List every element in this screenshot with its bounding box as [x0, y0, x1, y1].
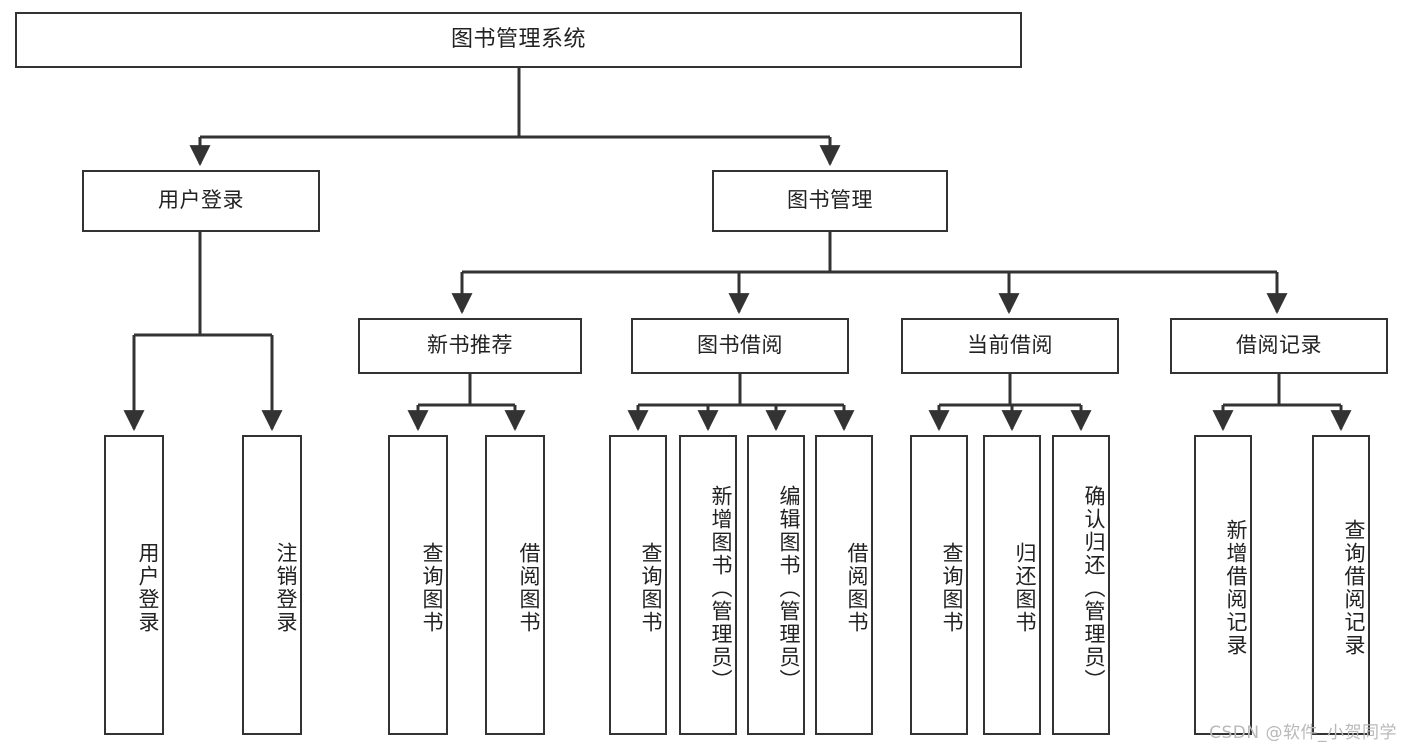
node-leaf-edit-book[interactable]: 编辑图书（管理员） [747, 435, 805, 735]
node-leaf-borrow-book-recommend-label: 借阅图书 [517, 542, 541, 634]
node-leaf-query-borrow-record-label: 查询借阅记录 [1342, 519, 1366, 657]
node-user-login[interactable]: 用户登录 [82, 170, 320, 232]
node-leaf-edit-book-label: 编辑图书（管理员） [777, 484, 801, 692]
node-leaf-query-book-borrow-label: 查询图书 [639, 542, 663, 634]
node-book-borrow-label: 图书借阅 [697, 333, 783, 358]
node-leaf-confirm-return-label: 确认归还（管理员） [1082, 484, 1106, 692]
node-book-borrow[interactable]: 图书借阅 [631, 318, 849, 374]
node-leaf-user-login[interactable]: 用户登录 [104, 435, 164, 735]
node-leaf-add-borrow-record[interactable]: 新增借阅记录 [1194, 435, 1252, 735]
node-root-system[interactable]: 图书管理系统 [15, 12, 1022, 68]
node-leaf-query-borrow-record[interactable]: 查询借阅记录 [1312, 435, 1370, 735]
node-current-borrow-label: 当前借阅 [967, 333, 1053, 358]
node-root-label: 图书管理系统 [450, 26, 586, 52]
node-current-borrow[interactable]: 当前借阅 [901, 318, 1119, 374]
node-leaf-confirm-return[interactable]: 确认归还（管理员） [1052, 435, 1110, 735]
node-leaf-add-book-label: 新增图书（管理员） [709, 484, 733, 692]
node-leaf-query-book-recommend-label: 查询图书 [420, 542, 444, 634]
node-leaf-borrow-book-recommend[interactable]: 借阅图书 [485, 435, 545, 735]
node-leaf-borrow-book[interactable]: 借阅图书 [815, 435, 873, 735]
node-leaf-query-book-borrow[interactable]: 查询图书 [609, 435, 667, 735]
node-leaf-user-login-label: 用户登录 [136, 542, 160, 634]
node-leaf-return-book-label: 归还图书 [1013, 542, 1037, 634]
node-leaf-user-logout[interactable]: 注销登录 [242, 435, 302, 735]
node-leaf-query-book-current[interactable]: 查询图书 [910, 435, 968, 735]
node-new-book-recommend-label: 新书推荐 [427, 333, 513, 358]
node-leaf-query-book-recommend[interactable]: 查询图书 [388, 435, 448, 735]
node-leaf-return-book[interactable]: 归还图书 [983, 435, 1041, 735]
node-borrow-record[interactable]: 借阅记录 [1170, 318, 1388, 374]
node-leaf-query-book-current-label: 查询图书 [940, 542, 964, 634]
node-leaf-user-logout-label: 注销登录 [274, 542, 298, 634]
node-new-book-recommend[interactable]: 新书推荐 [358, 318, 582, 374]
csdn-watermark: CSDN @软件_小贺同学 [1209, 723, 1397, 743]
node-book-manage-label: 图书管理 [787, 188, 873, 213]
node-leaf-borrow-book-label: 借阅图书 [845, 542, 869, 634]
node-leaf-add-borrow-record-label: 新增借阅记录 [1224, 519, 1248, 657]
node-book-manage[interactable]: 图书管理 [712, 170, 948, 232]
node-borrow-record-label: 借阅记录 [1236, 333, 1322, 358]
node-leaf-add-book[interactable]: 新增图书（管理员） [679, 435, 737, 735]
node-user-login-label: 用户登录 [158, 188, 244, 213]
